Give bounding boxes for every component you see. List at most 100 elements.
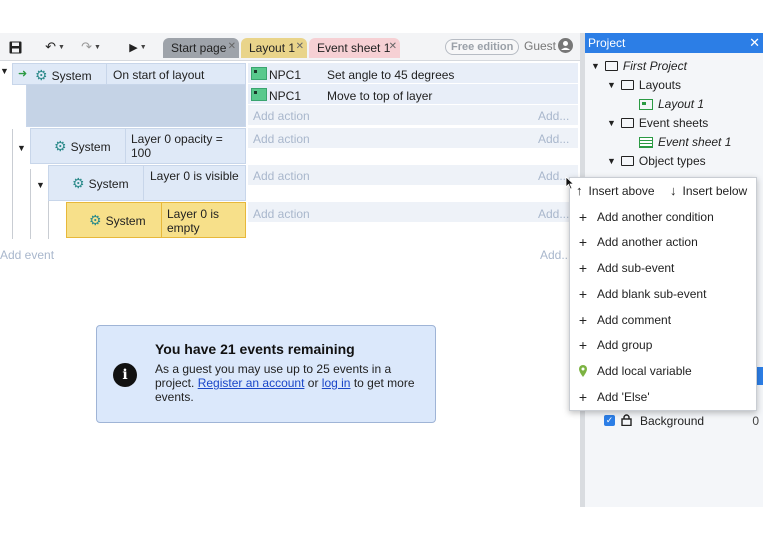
add-action-row[interactable] bbox=[248, 202, 578, 223]
add-action-link[interactable]: Add action bbox=[253, 132, 310, 146]
plus-icon: + bbox=[578, 260, 588, 276]
tree-item-event-sheet-1[interactable]: Event sheet 1 bbox=[639, 135, 731, 149]
event-context-menu: ↑ Insert above ↓ Insert below + Add anot… bbox=[569, 177, 757, 411]
condition-text[interactable]: Layer 0 is visible bbox=[150, 169, 239, 183]
tree-guide bbox=[12, 129, 13, 239]
menu-label: Add local variable bbox=[597, 364, 692, 378]
tree-item-object-types[interactable]: ▼ Object types bbox=[607, 154, 706, 168]
menu-item-add-group[interactable]: + Add group bbox=[570, 333, 758, 357]
tree-label: First Project bbox=[622, 59, 687, 73]
redo-button[interactable]: ↷▼ bbox=[76, 37, 106, 57]
layer-index: 0 bbox=[752, 414, 759, 428]
menu-item-add-else[interactable]: + Add 'Else' bbox=[570, 385, 758, 409]
add-menu-link[interactable]: Add... bbox=[538, 109, 570, 123]
close-icon[interactable]: ✕ bbox=[749, 35, 760, 50]
sprite-icon bbox=[251, 88, 267, 101]
insert-below-button[interactable]: ↓ Insert below bbox=[670, 183, 747, 198]
add-action-row[interactable] bbox=[248, 105, 578, 126]
menu-label: Add blank sub-event bbox=[597, 287, 707, 301]
avatar[interactable] bbox=[558, 38, 573, 53]
event-2-condition[interactable] bbox=[30, 128, 246, 164]
event-4-object[interactable]: ⚙ System bbox=[89, 212, 146, 229]
menu-item-add-blank-sub-event[interactable]: + Add blank sub-event bbox=[570, 282, 758, 306]
register-link[interactable]: Register an account bbox=[197, 376, 305, 390]
free-edition-badge[interactable]: Free edition bbox=[445, 39, 520, 55]
expand-icon[interactable]: ▼ bbox=[607, 118, 616, 128]
tree-label: Layout 1 bbox=[658, 97, 705, 111]
layout-icon bbox=[639, 98, 653, 110]
preview-button[interactable]: ▶▼ bbox=[124, 37, 152, 57]
action-row[interactable] bbox=[248, 63, 578, 84]
add-menu-link[interactable]: Add... bbox=[538, 132, 570, 146]
menu-item-add-another-action[interactable]: + Add another action bbox=[570, 230, 758, 254]
plus-icon: + bbox=[578, 312, 588, 328]
event-4-condition[interactable] bbox=[66, 202, 246, 238]
add-menu-link[interactable]: Add... bbox=[538, 207, 570, 221]
folder-icon bbox=[620, 156, 634, 166]
event-3-condition[interactable] bbox=[48, 165, 246, 201]
folder-icon bbox=[620, 118, 634, 128]
login-link[interactable]: log in bbox=[321, 376, 351, 390]
add-action-row[interactable] bbox=[248, 128, 578, 149]
action-text: Set angle to 45 degrees bbox=[327, 68, 455, 82]
menu-item-add-comment[interactable]: + Add comment bbox=[570, 308, 758, 332]
lock-icon[interactable] bbox=[621, 414, 632, 426]
tab-start-page[interactable]: Start page ✕ bbox=[163, 38, 239, 58]
notice-text: or bbox=[307, 376, 319, 390]
add-action-link[interactable]: Add action bbox=[253, 109, 310, 123]
menu-item-add-local-variable[interactable]: Add local variable bbox=[570, 359, 758, 383]
menu-item-add-another-condition[interactable]: + Add another condition bbox=[570, 205, 758, 229]
object-name: System bbox=[105, 213, 146, 228]
add-event-menu-link[interactable]: Add... bbox=[540, 248, 572, 262]
plus-icon: + bbox=[578, 234, 588, 250]
event-1-object[interactable]: ⚙ System bbox=[35, 67, 92, 84]
collapse-toggle[interactable]: ▼ bbox=[36, 180, 45, 190]
plus-icon: + bbox=[578, 286, 588, 302]
condition-text[interactable]: On start of layout bbox=[113, 68, 205, 82]
tree-label: Object types bbox=[638, 154, 706, 168]
expand-icon[interactable]: ▼ bbox=[607, 156, 616, 166]
arrow-down-icon: ↓ bbox=[670, 183, 677, 198]
close-icon[interactable]: ✕ bbox=[388, 41, 397, 52]
tree-guide bbox=[48, 201, 49, 239]
plus-icon: + bbox=[578, 209, 588, 225]
guest-label[interactable]: Guest bbox=[524, 39, 557, 53]
add-action-link[interactable]: Add action bbox=[253, 207, 310, 221]
condition-text[interactable]: Layer 0 is empty bbox=[167, 207, 220, 235]
event-3-object[interactable]: ⚙ System bbox=[72, 175, 129, 192]
tab-event-sheet-1[interactable]: Event sheet 1 ✕ bbox=[309, 38, 400, 58]
menu-item-add-sub-event[interactable]: + Add sub-event bbox=[570, 256, 758, 280]
add-action-row[interactable] bbox=[248, 165, 578, 186]
panel-tab-marker[interactable] bbox=[757, 367, 763, 385]
visibility-checkbox[interactable]: ✓ bbox=[604, 415, 615, 426]
tree-item-event-sheets[interactable]: ▼ Event sheets bbox=[607, 116, 708, 130]
insert-above-button[interactable]: ↑ Insert above bbox=[576, 183, 655, 198]
undo-button[interactable]: ↶▼ bbox=[40, 37, 70, 57]
close-icon[interactable]: ✕ bbox=[227, 41, 236, 52]
notice-body: As a guest you may use up to 25 events i… bbox=[155, 362, 425, 404]
add-menu-link[interactable]: Add... bbox=[538, 169, 570, 183]
plus-icon: + bbox=[578, 389, 588, 405]
tab-layout-1[interactable]: Layout 1 ✕ bbox=[241, 38, 307, 58]
condition-text[interactable]: Layer 0 opacity = 100 bbox=[131, 132, 223, 160]
expand-icon[interactable]: ▼ bbox=[607, 80, 616, 90]
expand-icon[interactable]: ▼ bbox=[591, 61, 600, 71]
tree-label: Event sheets bbox=[638, 116, 709, 130]
notice-text: As a guest you may use up to 25 events i… bbox=[155, 362, 392, 390]
action-row[interactable] bbox=[248, 84, 578, 105]
menu-label: Add another condition bbox=[597, 210, 714, 224]
chevron-down-icon: ▼ bbox=[57, 43, 65, 51]
close-icon[interactable]: ✕ bbox=[295, 41, 304, 52]
event-1-condition[interactable] bbox=[12, 63, 246, 85]
layer-row-background[interactable]: ✓ Background 0 bbox=[585, 411, 763, 431]
collapse-toggle[interactable]: ▼ bbox=[17, 143, 26, 153]
event-2-object[interactable]: ⚙ System bbox=[54, 138, 111, 155]
tree-item-layouts[interactable]: ▼ Layouts bbox=[607, 78, 681, 92]
action-text: Move to top of layer bbox=[327, 89, 433, 103]
tree-item-first-project[interactable]: ▼ First Project bbox=[591, 59, 687, 73]
collapse-toggle[interactable]: ▼ bbox=[0, 66, 9, 76]
add-action-link[interactable]: Add action bbox=[253, 169, 310, 183]
add-event-link[interactable]: Add event bbox=[0, 248, 55, 262]
save-icon[interactable] bbox=[7, 37, 23, 57]
tree-item-layout-1[interactable]: Layout 1 bbox=[639, 97, 704, 111]
